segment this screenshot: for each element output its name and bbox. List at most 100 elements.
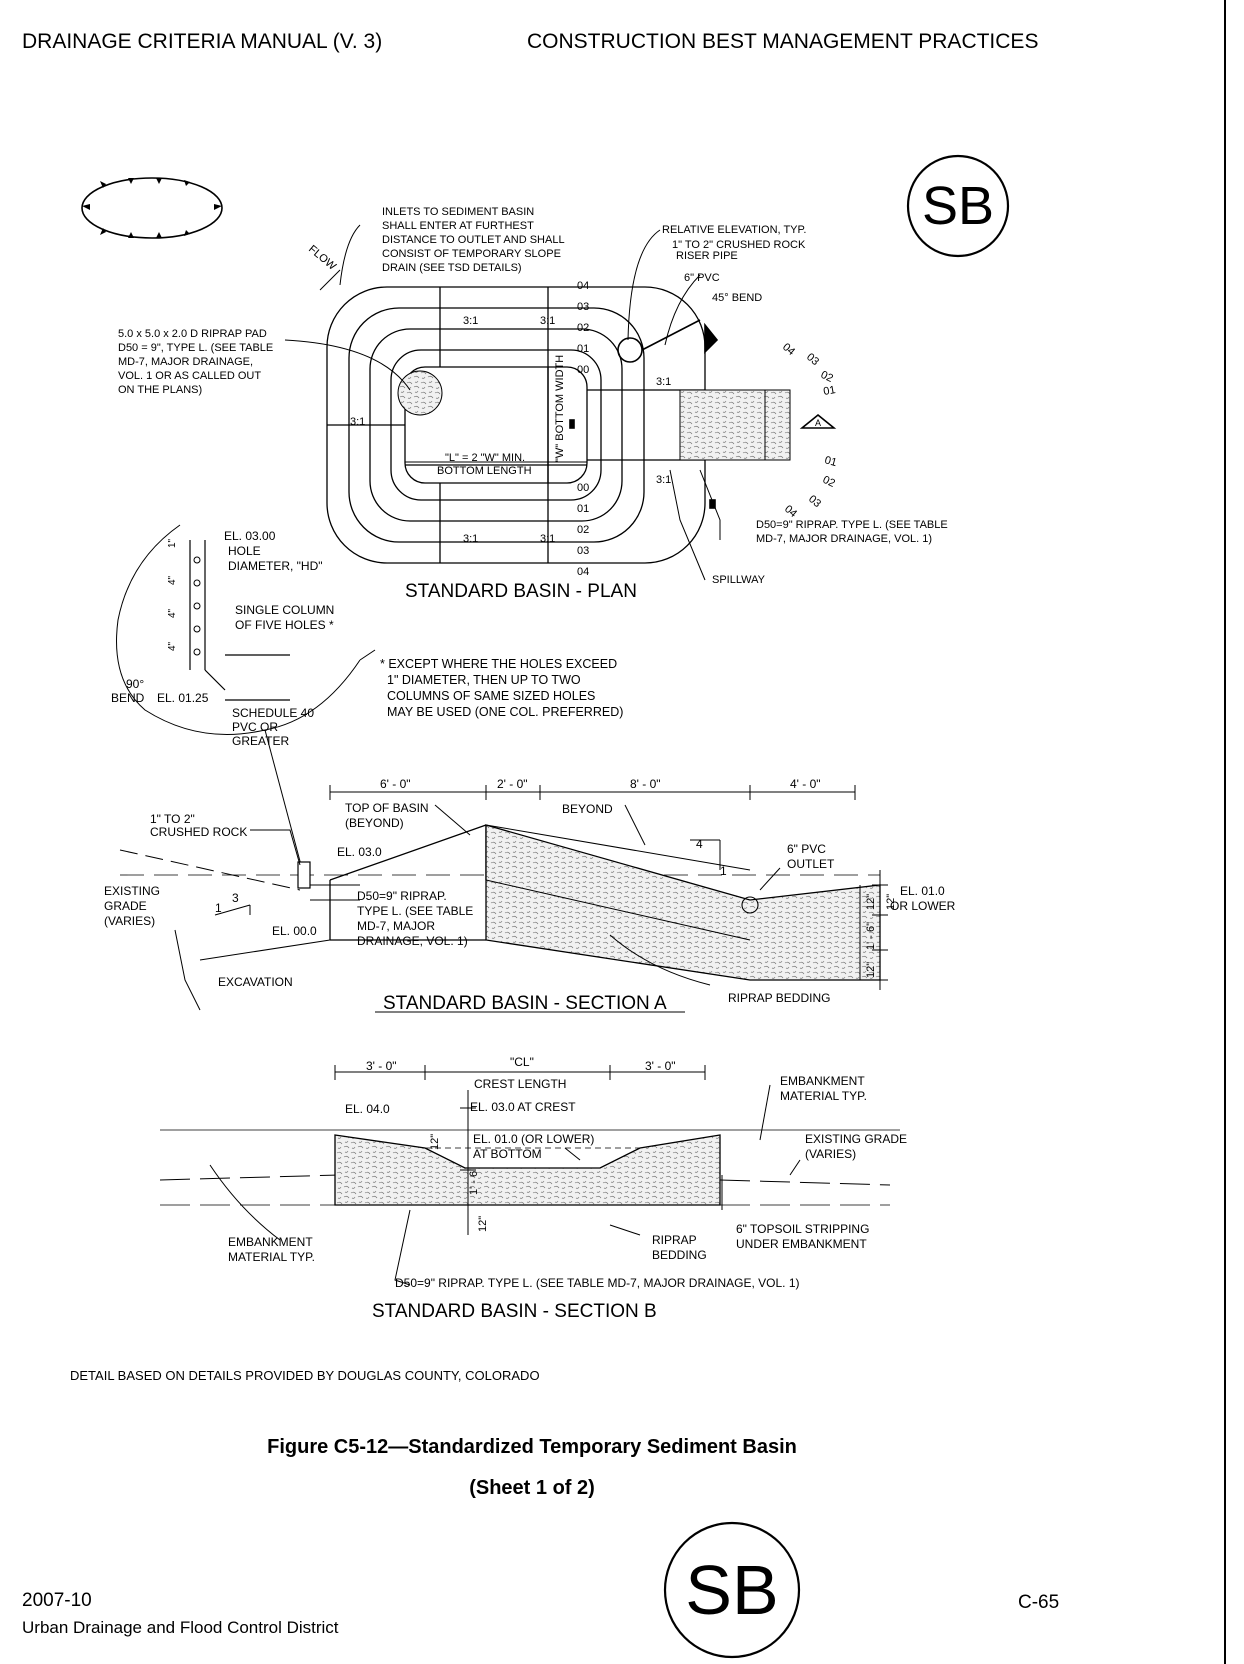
figure-caption: Figure C5-12—Standardized Temporary Sedi…: [267, 1436, 797, 1458]
inlet-note-line-5: DRAIN (SEE TSD DETAILS): [382, 262, 522, 274]
riser-column-label: SINGLE COLUMN: [235, 603, 334, 617]
riprap-bedding-b-2: BEDDING: [652, 1248, 707, 1262]
vdim-b: 12": [477, 1216, 489, 1232]
riser-schedule-3: GREATER: [232, 734, 289, 748]
existing-grade-b: EXISTING GRADE: [805, 1132, 907, 1146]
embankment-left-2: MATERIAL TYP.: [228, 1250, 315, 1264]
riprap-pad: [397, 370, 443, 416]
header-manual-title: DRAINAGE CRITERIA MANUAL (V. 3): [22, 30, 383, 53]
vdim-b: 12": [429, 1134, 441, 1150]
figure-sheet: (Sheet 1 of 2): [469, 1477, 595, 1499]
inlet-note-line-3: DISTANCE TO OUTLET AND SHALL: [382, 234, 565, 246]
topsoil-label: 6" TOPSOIL STRIPPING: [736, 1222, 869, 1236]
spillway-riprap: [679, 389, 791, 461]
plan-title: STANDARD BASIN - PLAN: [405, 581, 637, 602]
riser-spacing: 1": [167, 538, 178, 548]
elev-label: 02: [577, 524, 589, 536]
bend-label: 45° BEND: [712, 292, 762, 304]
elev-label: 04: [780, 341, 797, 358]
elev-label: 01: [822, 384, 836, 398]
footer-date: 2007-10: [22, 1590, 92, 1611]
riser-spacing: 4": [167, 608, 178, 618]
length-label-2: BOTTOM LENGTH: [437, 465, 532, 477]
el-04-label: EL. 04.0: [345, 1102, 390, 1116]
sb-badge-bottom-circle: [663, 1521, 801, 1659]
embankment-top-2: MATERIAL TYP.: [780, 1089, 867, 1103]
section-a-dim: 6' - 0": [380, 777, 411, 791]
el-00-label: EL. 00.0: [272, 924, 317, 938]
elev-label: 02: [819, 369, 835, 385]
riprap-a-4: DRAINAGE, VOL. 1): [357, 934, 468, 948]
top-basin-label: TOP OF BASIN: [345, 801, 429, 815]
marker-b-triangle: [704, 322, 719, 354]
elev-label: 00: [577, 364, 589, 376]
section-a-dim: 4' - 0": [790, 777, 821, 791]
existing-grade-a-3: (VARIES): [104, 914, 155, 928]
inlet-note-line-1: INLETS TO SEDIMENT BASIN: [382, 206, 534, 218]
vdim-a: 1' - 6": [865, 922, 877, 950]
plan-contours: [326, 286, 706, 564]
el-01-a: EL. 01.0: [900, 884, 945, 898]
el-bottom-b: EL. 01.0 (OR LOWER): [473, 1132, 594, 1146]
topsoil-label-2: UNDER EMBANKMENT: [736, 1237, 867, 1251]
riprap-bedding-b: RIPRAP: [652, 1233, 697, 1247]
footnote-line-2: 1" DIAMETER, THEN UP TO TWO: [387, 673, 581, 687]
elev-label: 03: [804, 351, 821, 368]
elev-label: 00: [577, 482, 589, 494]
section-b-dim: 3' - 0": [645, 1059, 676, 1073]
vdim-a: 12": [865, 894, 877, 910]
plan-flow-label: FLOW: [306, 243, 339, 273]
plan-elevations-bottom: 00 01 02 03 04: [577, 482, 589, 578]
el-03-label: EL. 03.0: [337, 845, 382, 859]
pvc-outlet-2: OUTLET: [787, 857, 835, 871]
el-bottom-b-2: AT BOTTOM: [473, 1147, 542, 1161]
elev-label: 03: [577, 301, 589, 313]
spillway-label: SPILLWAY: [712, 574, 766, 586]
embankment-top: EMBANKMENT: [780, 1074, 865, 1088]
pvc-outlet-1: 6" PVC: [787, 842, 826, 856]
vdim-a: 12": [865, 962, 877, 978]
elev-label: 01: [577, 343, 589, 355]
section-b-text: 3' - 0" "CL" 3' - 0" CREST LENGTH EL. 04…: [228, 1055, 907, 1290]
slope-label: 3:1: [656, 474, 671, 486]
section-b-dim: 3' - 0": [366, 1059, 397, 1073]
length-label: "L" = 2 "W" MIN.: [445, 452, 525, 464]
riser-bend-label-2: BEND: [111, 691, 145, 705]
riprap-a-2: TYPE L. (SEE TABLE: [357, 904, 473, 918]
slope-three: 3: [232, 891, 239, 905]
slope-four: 4: [696, 837, 703, 851]
section-b-drawing: [159, 1129, 900, 1241]
footnote-line-1: * EXCEPT WHERE THE HOLES EXCEED: [380, 657, 617, 671]
riprap-note-b: D50=9" RIPRAP. TYPE L. (SEE TABLE MD-7, …: [395, 1276, 800, 1290]
marker-b-label: B: [707, 334, 713, 344]
basin-symbol-ticks: [82, 178, 222, 238]
page-number: C-65: [1018, 1592, 1060, 1613]
riser-schedule-2: PVC OR: [232, 720, 278, 734]
inlet-note-line-2: SHALL ENTER AT FURTHEST: [382, 220, 534, 232]
riprap-pad-line-1: 5.0 x 5.0 x 2.0 D RIPRAP PAD: [118, 328, 267, 340]
slope-label: 3:1: [463, 533, 478, 545]
elev-label: 03: [806, 493, 823, 510]
riprap-bedding-a: RIPRAP BEDDING: [728, 991, 830, 1005]
crest-length-label: CREST LENGTH: [474, 1077, 566, 1091]
inlet-note-line-4: CONSIST OF TEMPORARY SLOPE: [382, 248, 561, 260]
slope-one-b: 1: [720, 864, 727, 878]
pvc-label: 6" PVC: [684, 272, 720, 284]
header-section-title: CONSTRUCTION BEST MANAGEMENT PRACTICES: [527, 30, 1039, 53]
section-a-dim: 8' - 0": [630, 777, 661, 791]
elev-label: 01: [577, 503, 589, 515]
vdim-a: 12": [885, 894, 897, 910]
elev-label: 04: [577, 566, 589, 578]
crushed-rock-label: 1" TO 2" CRUSHED ROCK: [672, 239, 806, 251]
crushed-rock-a-2: CRUSHED ROCK: [150, 825, 247, 839]
existing-grade-b-2: (VARIES): [805, 1147, 856, 1161]
sb-badge-circle: [906, 154, 1010, 258]
riprap-a-1: D50=9" RIPRAP.: [357, 889, 447, 903]
riprap-pad-line-4: VOL. 1 OR AS CALLED OUT: [118, 370, 261, 382]
section-a-text: 6' - 0" 2' - 0" 8' - 0" 4' - 0" TOP OF B…: [104, 777, 956, 1005]
elev-label: 04: [577, 280, 589, 292]
el-crest-label: EL. 03.0 AT CREST: [470, 1100, 576, 1114]
elev-label: 02: [577, 322, 589, 334]
section-b-dim: "CL": [510, 1055, 534, 1069]
